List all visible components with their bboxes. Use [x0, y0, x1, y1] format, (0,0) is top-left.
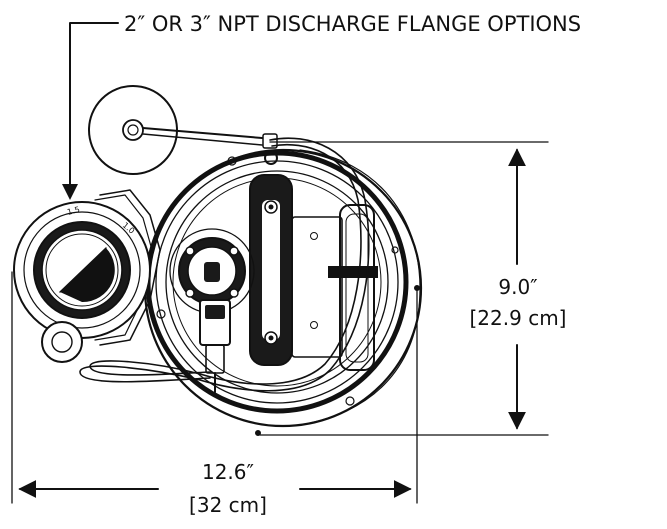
discharge-flange	[13, 189, 161, 363]
float-ball	[88, 85, 263, 175]
power-cord	[79, 137, 370, 392]
carry-handle	[249, 133, 293, 366]
width-imperial-label: 12.6″	[202, 460, 254, 484]
callout-label: 2″ OR 3″ NPT DISCHARGE FLANGE OPTIONS	[124, 12, 581, 36]
height-imperial-label: 9.0″	[498, 275, 537, 299]
height-dimension	[259, 141, 549, 436]
width-metric-label: [32 cm]	[189, 493, 267, 517]
height-metric-label: [22.9 cm]	[470, 306, 567, 330]
flange-size-mark-a: 1.5	[66, 205, 81, 217]
float-switch-assembly	[169, 228, 255, 393]
motor-box	[291, 204, 378, 371]
callout-leader	[62, 22, 119, 200]
width-dimension	[11, 271, 418, 504]
